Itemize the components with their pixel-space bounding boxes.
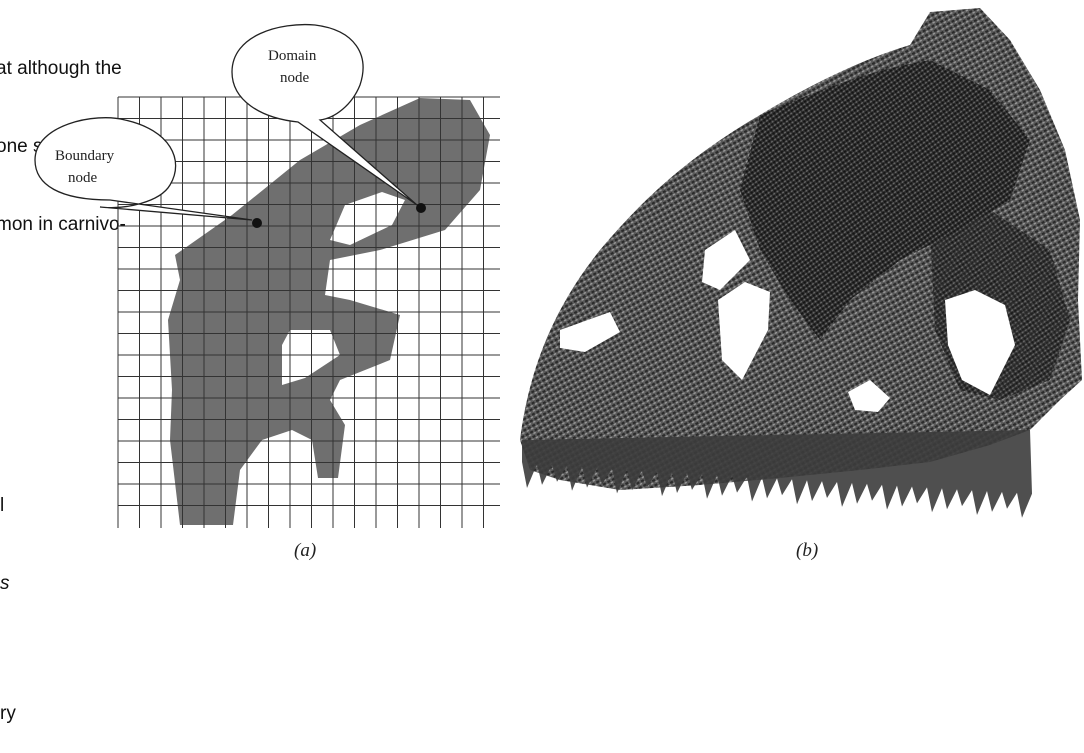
domain-callout-line-2: node <box>280 70 310 86</box>
boundary-callout-line-2: node <box>68 170 98 186</box>
figure-b-caption: (b) <box>796 540 818 562</box>
domain-callout-line-1: Domain <box>268 48 317 64</box>
boundary-callout-line-1: Boundary <box>55 148 115 164</box>
body-text-line: ry <box>0 701 16 727</box>
figure-a-caption: (a) <box>294 540 316 562</box>
domain-node-marker <box>416 203 426 213</box>
figure-b-skull-render <box>505 0 1084 573</box>
skull-shape <box>520 8 1082 518</box>
body-text-line: s <box>0 571 16 597</box>
figure-a-grid-diagram: Boundary node Domain node <box>0 0 505 573</box>
boundary-node-marker <box>252 218 262 228</box>
